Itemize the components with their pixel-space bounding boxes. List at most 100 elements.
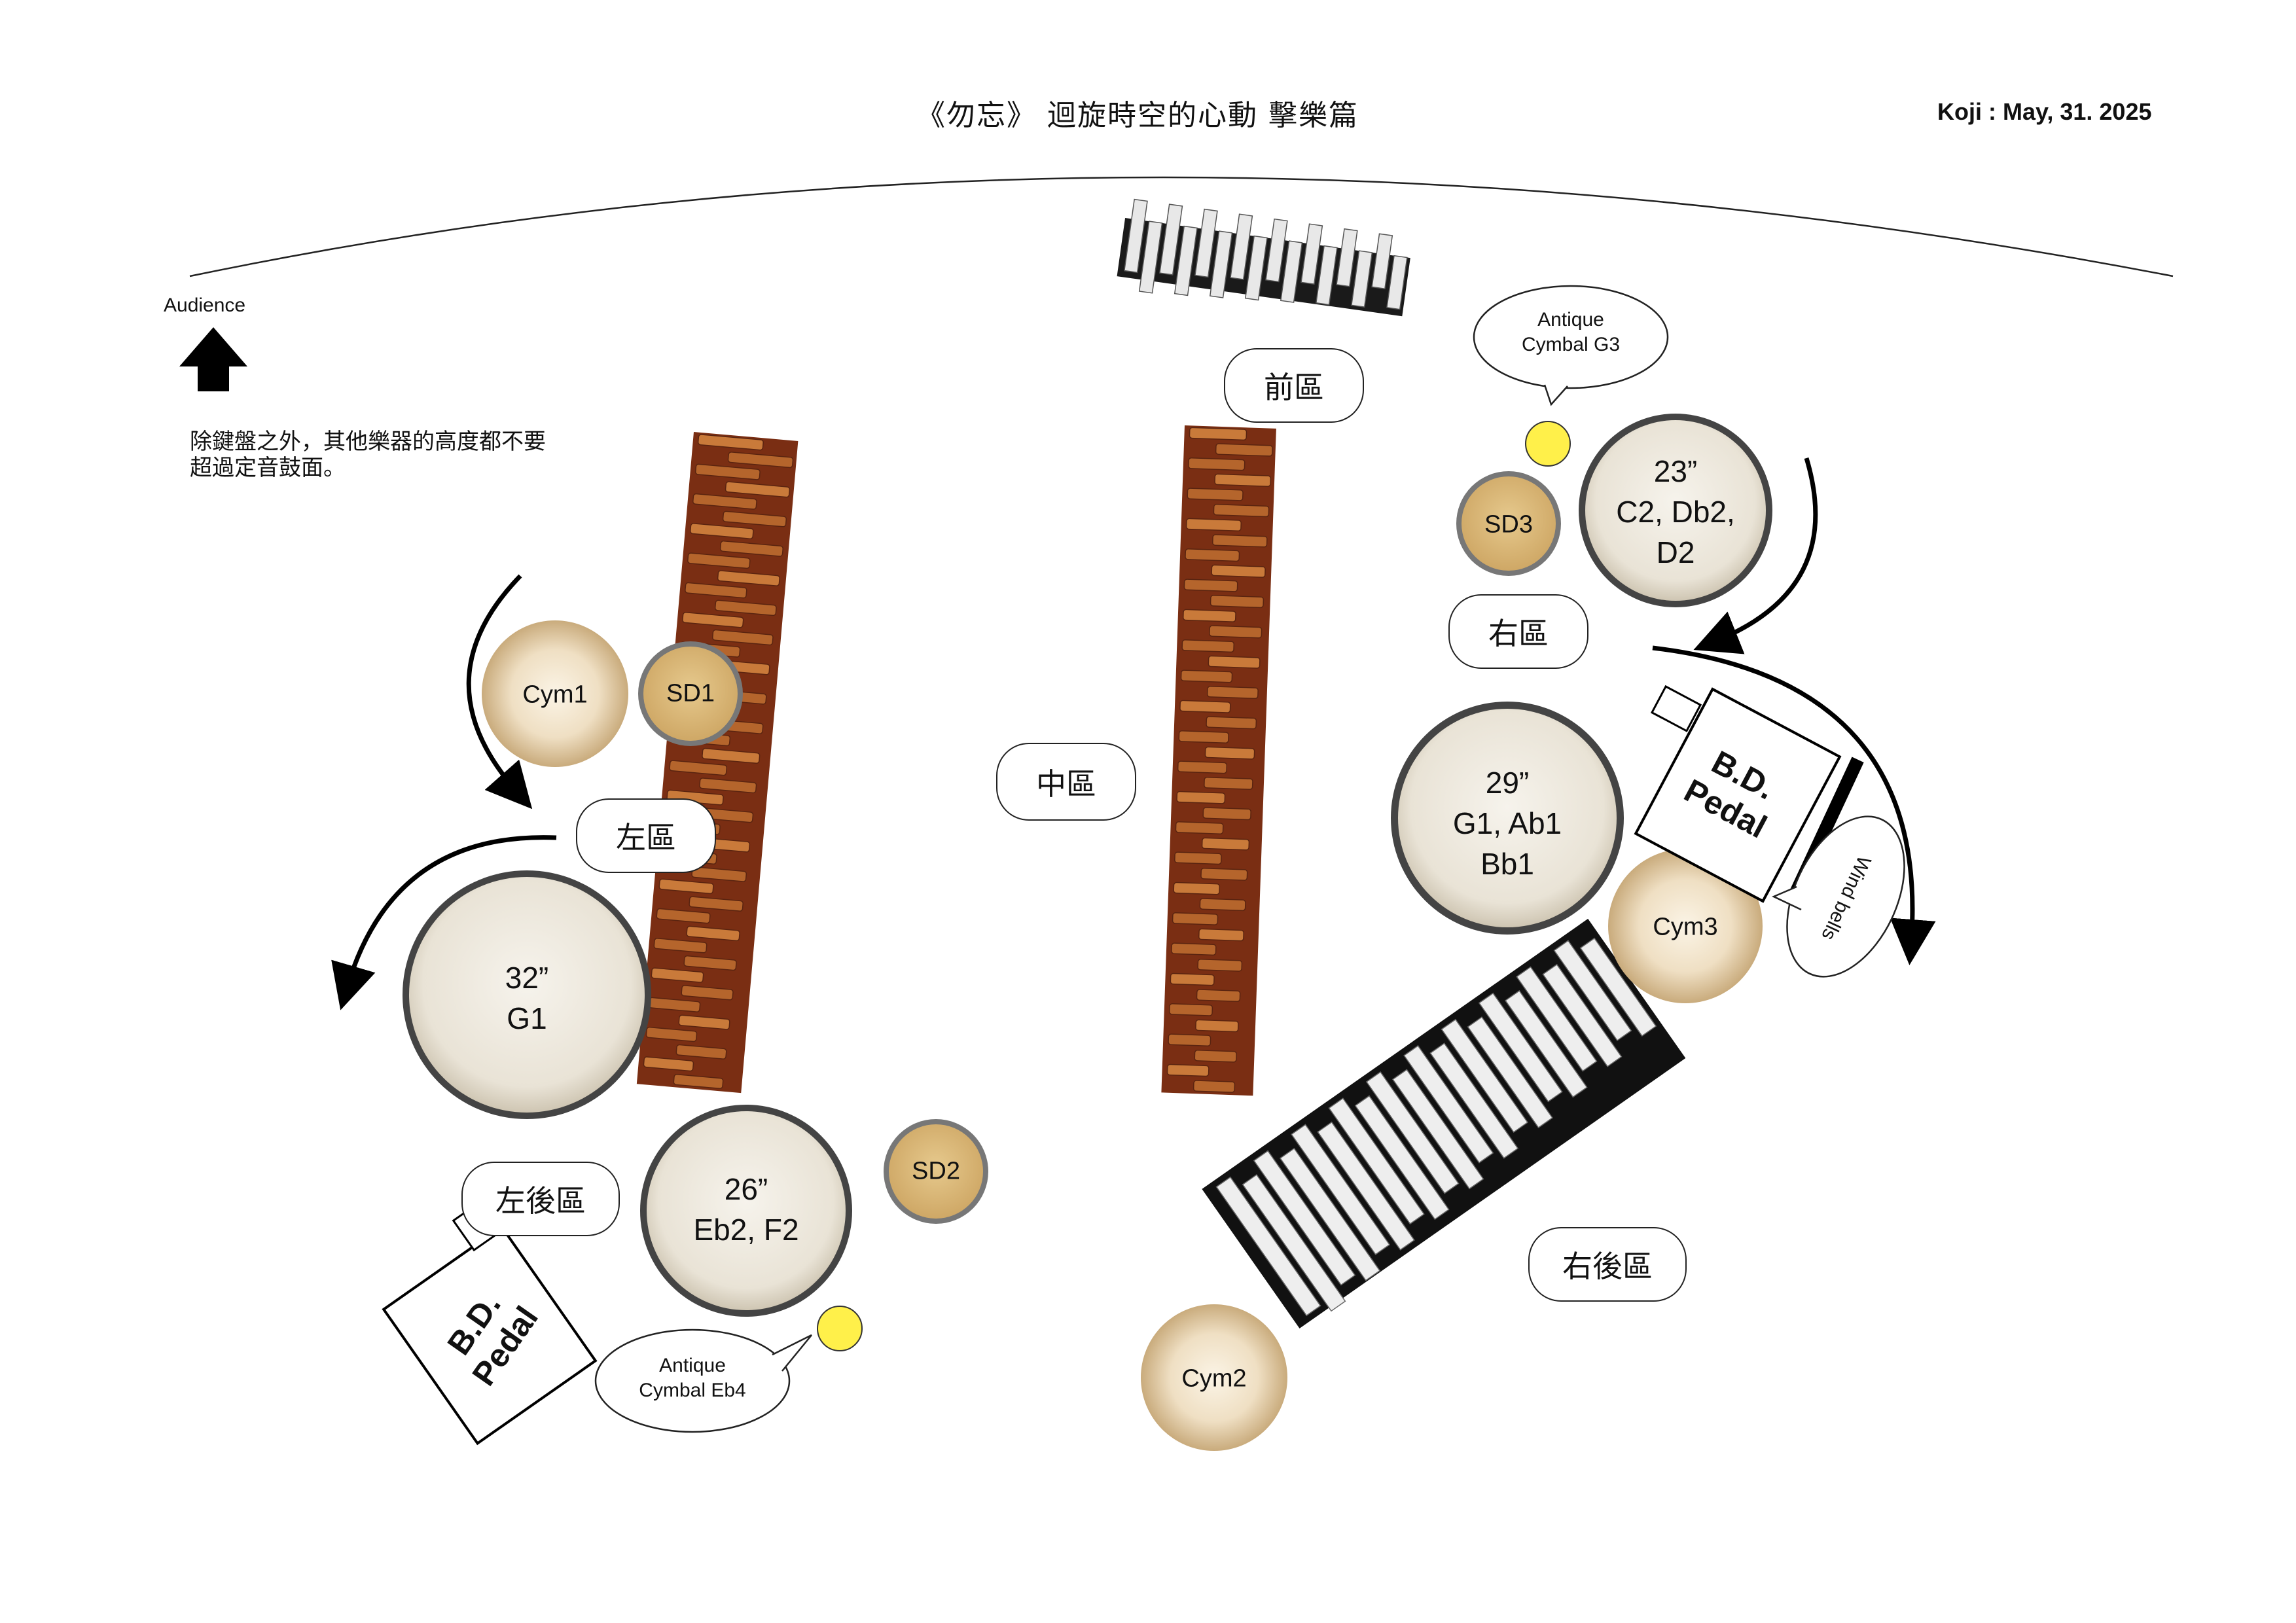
vibraphone-bar: [1478, 992, 1563, 1103]
marimba-bar: [1188, 457, 1246, 471]
marimba-bar: [702, 747, 761, 764]
marimba-bar: [1183, 609, 1236, 622]
callout-antique-eb4: [594, 1329, 812, 1433]
marimba-bar: [692, 493, 757, 510]
marimba-bar: [1173, 882, 1221, 895]
marimba-bar: [719, 540, 783, 557]
marimba-bar: [1215, 443, 1273, 457]
marimba-bar: [656, 908, 711, 924]
move-arrow-right: [1693, 457, 1818, 654]
marimba-bar: [651, 967, 704, 983]
timpani-23: [1579, 414, 1772, 607]
glockenspiel-bar: [1230, 213, 1253, 280]
timpani-26: [640, 1105, 852, 1317]
cymbal-1: [482, 620, 628, 767]
zone-left: 左區: [576, 798, 716, 873]
marimba-bar: [711, 629, 774, 646]
marimba-bar: [1204, 776, 1253, 790]
timpani-32-label: 32” G1: [505, 961, 549, 1035]
vibraphone-bar: [1403, 1044, 1494, 1164]
vibraphone-bar: [1429, 1043, 1519, 1159]
marimba-bar: [691, 866, 747, 882]
marimba-bar: [714, 599, 777, 616]
timpani-29: [1391, 702, 1624, 935]
glockenspiel-bar: [1316, 245, 1338, 306]
move-arrow-left-lower: [331, 835, 557, 1010]
marimba-bar: [1210, 594, 1265, 609]
callout-antique-g3: [1473, 285, 1669, 406]
marimba-bar: [1171, 942, 1217, 956]
glockenspiel-bar: [1174, 225, 1198, 296]
marimba-bar: [1202, 807, 1251, 821]
marimba-right: [1161, 425, 1276, 1096]
glockenspiel-bar: [1265, 218, 1288, 283]
marimba-bar: [1196, 989, 1241, 1002]
marimba-bar: [1208, 655, 1261, 669]
marimba-bar: [1198, 928, 1244, 942]
marimba-bar: [694, 463, 761, 480]
vibraphone-bar: [1505, 990, 1588, 1098]
antique-eb4-label: Antique Cymbal Eb4: [639, 1355, 746, 1401]
antique-g3-label: Antique Cymbal G3: [1521, 309, 1621, 355]
marimba-bar: [1183, 579, 1238, 592]
vibraphone-right-back: [1202, 918, 1686, 1329]
vibraphone-bar: [1542, 963, 1623, 1067]
marimba-bar: [1166, 1063, 1210, 1077]
marimba-bar: [669, 760, 728, 776]
marimba-bar: [1214, 473, 1272, 487]
date-label: Koji : May, 31. 2025: [1937, 98, 2152, 125]
glockenspiel-bar: [1244, 235, 1268, 301]
marimba-bar: [690, 523, 754, 539]
marimba-bar: [1209, 625, 1263, 639]
vibraphone-bar: [1579, 937, 1657, 1037]
zone-right: 右區: [1448, 594, 1588, 669]
cymbal-2: [1141, 1304, 1287, 1451]
snare-drum-2: [884, 1119, 988, 1224]
marimba-bar: [725, 481, 791, 498]
cymbal-1-label: Cym1: [522, 681, 588, 709]
marimba-bar: [678, 1014, 730, 1030]
audience-label: Audience: [164, 294, 246, 316]
marimba-bar: [1175, 821, 1224, 834]
marimba-bar: [643, 1056, 694, 1072]
vibraphone-bar: [1291, 1124, 1391, 1255]
glockenspiel-bar: [1280, 240, 1303, 303]
marimba-bar: [685, 582, 747, 599]
zone-left-back: 左後區: [461, 1162, 620, 1236]
cymbal-3-label: Cym3: [1653, 913, 1718, 941]
snare-3-label: SD3: [1484, 510, 1533, 539]
glockenspiel-bar: [1138, 221, 1163, 294]
vibraphone-bar: [1215, 1176, 1321, 1317]
glockenspiel-bar: [1209, 230, 1233, 298]
marimba-frame: [1161, 425, 1276, 1096]
marimba-bar: [1204, 746, 1255, 760]
vibraphone-bar: [1467, 1016, 1553, 1129]
glockenspiel-front: [1117, 198, 1410, 317]
marimba-bar: [1177, 760, 1228, 774]
glockenspiel-bar: [1351, 250, 1373, 308]
marimba-bar: [1172, 912, 1219, 925]
marimba-bar: [727, 452, 794, 469]
marimba-bar: [675, 1044, 727, 1060]
timpani-29-label: 29” G1, Ab1 Bb1: [1452, 766, 1562, 881]
stage-edge-arc: [189, 176, 2174, 277]
cymbal-2-label: Cym2: [1181, 1364, 1247, 1393]
marimba-bar: [1168, 1003, 1213, 1016]
antique-cymbal-eb4: [817, 1306, 863, 1351]
marimba-bar: [1168, 1033, 1211, 1047]
cymbal-3: [1608, 849, 1763, 1003]
marimba-bar: [1181, 639, 1235, 653]
vibraphone-bar: [1441, 1018, 1529, 1133]
marimba-bar: [658, 878, 714, 895]
marimba-bar: [686, 925, 740, 942]
marimba-bar: [1174, 851, 1222, 865]
move-arrow-left: [466, 574, 533, 810]
marimba-bar: [1201, 837, 1250, 851]
marimba-bar: [653, 938, 708, 954]
vibraphone-bar: [1317, 1121, 1415, 1251]
vibraphone-bar: [1328, 1097, 1425, 1225]
marimba-bar: [1170, 972, 1215, 986]
marimba-bar: [1194, 1049, 1237, 1063]
marimba-bar: [683, 955, 737, 971]
glockenspiel-bar: [1371, 233, 1393, 290]
